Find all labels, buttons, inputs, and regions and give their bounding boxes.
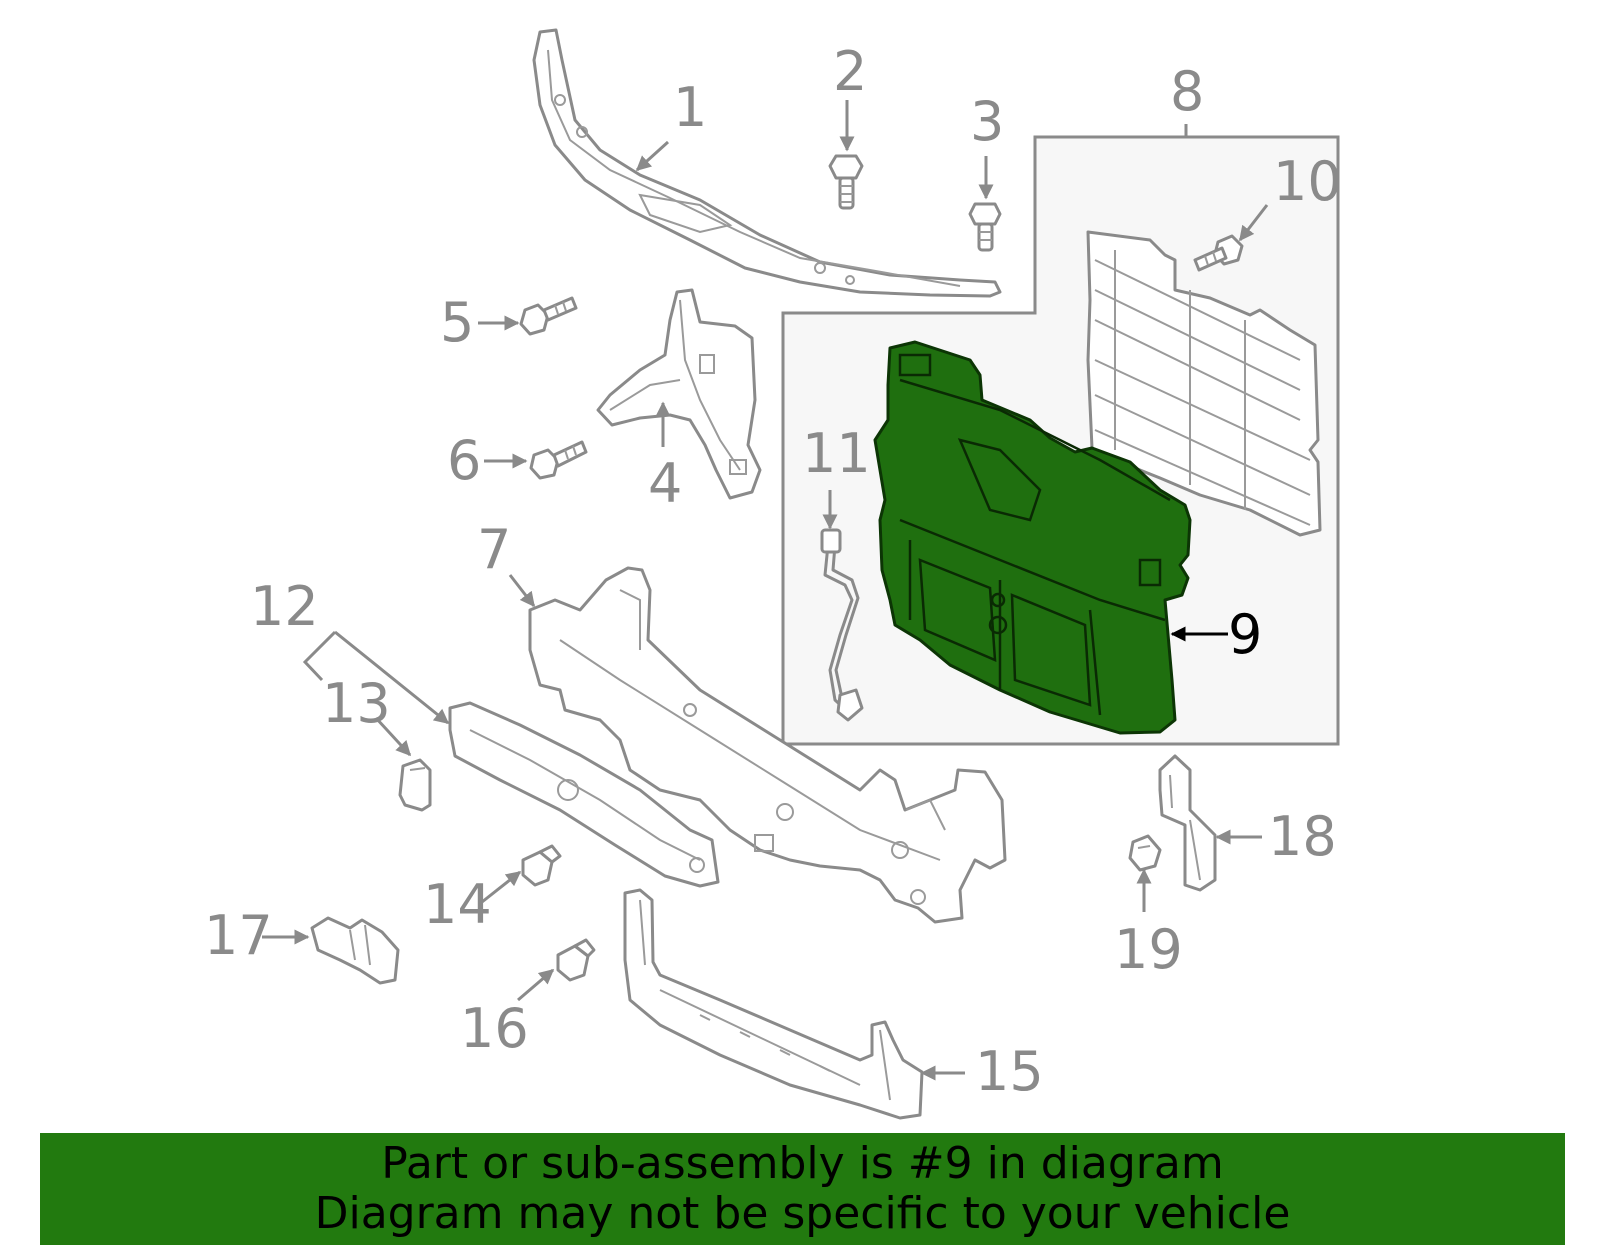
callout-2: 2 <box>833 40 867 103</box>
part-17-sensor[interactable] <box>310 916 400 985</box>
callout-4: 4 <box>648 452 682 515</box>
callout-6: 6 <box>447 429 481 492</box>
part-15-lower-stiffener[interactable] <box>623 888 924 1120</box>
callout-13: 13 <box>322 672 391 735</box>
callout-15: 15 <box>975 1040 1044 1103</box>
part-3-bolt[interactable] <box>968 202 1002 252</box>
callout-9: 9 <box>1228 603 1262 666</box>
callout-12: 12 <box>250 575 319 638</box>
banner-line-1: Part or sub-assembly is #9 in diagram <box>381 1138 1224 1189</box>
part-19-clip[interactable] <box>1128 834 1162 872</box>
callout-7: 7 <box>477 518 511 581</box>
part-10-bolt[interactable] <box>1193 234 1244 272</box>
callout-5: 5 <box>440 291 474 354</box>
info-banner: Part or sub-assembly is #9 in diagram Di… <box>40 1133 1565 1245</box>
part-11-wiring-harness[interactable] <box>820 528 864 722</box>
part-12-energy-absorber[interactable] <box>448 701 720 888</box>
part-2-bolt[interactable] <box>828 154 864 210</box>
part-9-radiator-support[interactable] <box>873 340 1192 735</box>
callout-bracket-12-13 <box>302 630 448 723</box>
part-7-bumper-reinforcement[interactable] <box>528 566 1007 924</box>
callout-17: 17 <box>204 904 273 967</box>
callout-8: 8 <box>1170 60 1204 123</box>
part-16-clip[interactable] <box>556 938 596 982</box>
banner-line-2: Diagram may not be specific to your vehi… <box>314 1188 1291 1239</box>
part-4-bracket[interactable] <box>596 288 762 500</box>
callout-19: 19 <box>1114 918 1183 981</box>
callout-16: 16 <box>460 997 529 1060</box>
part-1-upper-tie-bar[interactable] <box>532 28 1002 298</box>
part-6-bolt[interactable] <box>529 440 588 480</box>
part-5-bolt[interactable] <box>519 296 578 336</box>
part-14-clip[interactable] <box>521 844 562 887</box>
callout-1: 1 <box>673 76 707 139</box>
part-18-air-guide[interactable] <box>1158 754 1217 892</box>
callout-10: 10 <box>1273 150 1342 213</box>
callout-18: 18 <box>1268 805 1337 868</box>
callout-14: 14 <box>423 873 492 936</box>
part-13-clip[interactable] <box>398 758 432 812</box>
callout-11: 11 <box>802 422 871 485</box>
callout-3: 3 <box>970 90 1004 153</box>
